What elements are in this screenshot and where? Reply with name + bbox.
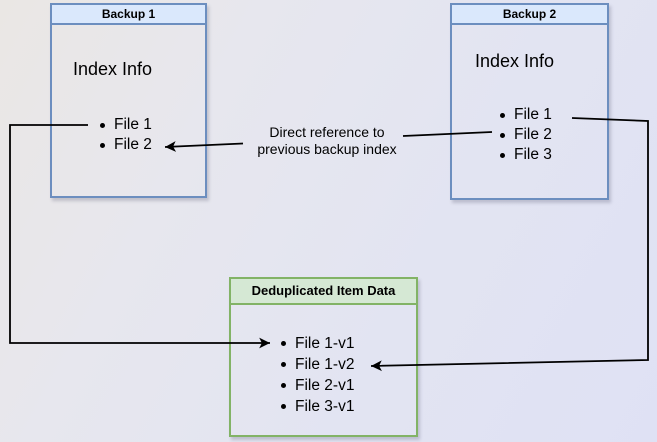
backup-2-index-info-label: Index Info <box>475 51 555 71</box>
backup-1-header: Backup 1 <box>52 5 205 25</box>
node-backup-2: Backup 2 Index Info File 1 File 2 File 3 <box>450 3 609 200</box>
list-item: File 2-v1 <box>281 375 354 396</box>
dedup-header: Deduplicated Item Data <box>231 279 416 305</box>
list-item: File 1 <box>500 105 552 125</box>
backup-1-index-info-label: Index Info <box>73 59 153 79</box>
annotation-line-1: Direct reference to <box>269 124 385 140</box>
list-item: File 1-v2 <box>281 354 354 375</box>
backup-1-title: Backup 1 <box>101 7 156 21</box>
node-backup-1: Backup 1 Index Info File 1 File 2 <box>50 3 207 198</box>
node-deduplicated-item-data: Deduplicated Item Data File 1-v1 File 1-… <box>229 277 418 437</box>
backup-2-header: Backup 2 <box>452 5 607 25</box>
dedup-file-list: File 1-v1 File 1-v2 File 2-v1 File 3-v1 <box>281 333 354 417</box>
backup-2-title: Backup 2 <box>502 7 557 21</box>
dedup-title: Deduplicated Item Data <box>251 283 396 298</box>
list-item: File 2 <box>500 125 552 145</box>
list-item: File 3-v1 <box>281 396 354 417</box>
list-item: File 2 <box>100 135 152 155</box>
backup-2-file-list: File 1 File 2 File 3 <box>500 105 552 165</box>
backup-1-file-list: File 1 File 2 <box>100 115 152 155</box>
annotation-line-2: previous backup index <box>257 140 397 157</box>
list-item: File 1-v1 <box>281 333 354 354</box>
annotation-direct-reference: Direct reference to previous backup inde… <box>237 124 417 157</box>
list-item: File 3 <box>500 145 552 165</box>
list-item: File 1 <box>100 115 152 135</box>
